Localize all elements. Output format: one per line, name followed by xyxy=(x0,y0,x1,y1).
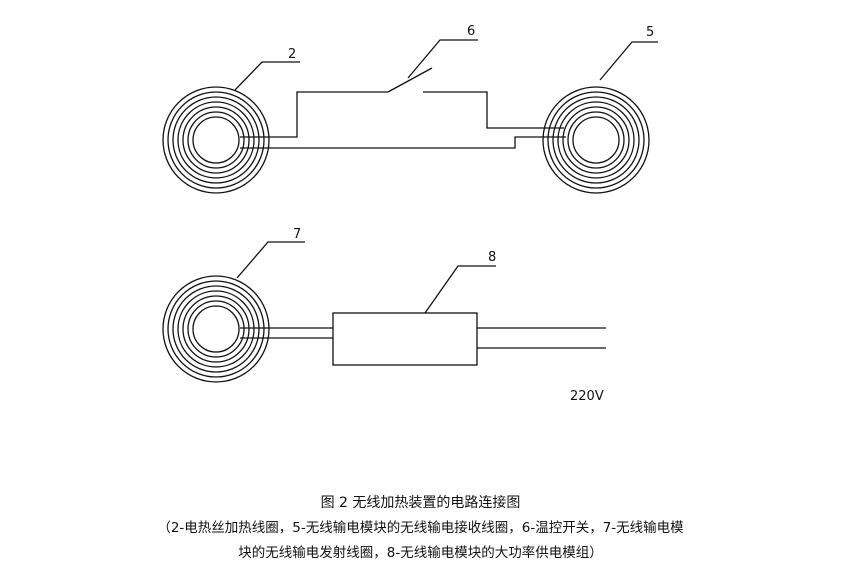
leader-line-7 xyxy=(236,241,305,279)
figure-caption-legend-line-1: （2-电热丝加热线圈，5-无线输电模块的无线输电接收线圈，6-温控开关，7-无线… xyxy=(157,520,684,536)
label-8: 8 xyxy=(488,250,496,265)
power-module-box xyxy=(332,312,478,366)
voltage-label: 220V xyxy=(570,389,604,404)
leader-line-6 xyxy=(407,39,478,79)
top-circuit-wires xyxy=(240,67,566,149)
label-5: 5 xyxy=(646,25,654,40)
receiver-coil xyxy=(542,86,650,194)
figure-caption-legend-line-2: 块的无线输电发射线圈，8-无线输电模块的大功率供电模组） xyxy=(238,545,603,561)
label-7: 7 xyxy=(293,227,301,242)
leader-line-8 xyxy=(424,265,496,314)
heating-coil xyxy=(162,86,270,194)
leader-line-2 xyxy=(234,61,300,91)
leader-line-5 xyxy=(599,41,658,81)
transmitter-coil xyxy=(162,275,270,383)
label-2: 2 xyxy=(288,47,296,62)
bottom-circuit-wires xyxy=(240,327,606,349)
figure-caption-title: 图 2 无线加热装置的电路连接图 xyxy=(320,495,521,511)
label-6: 6 xyxy=(467,24,475,39)
